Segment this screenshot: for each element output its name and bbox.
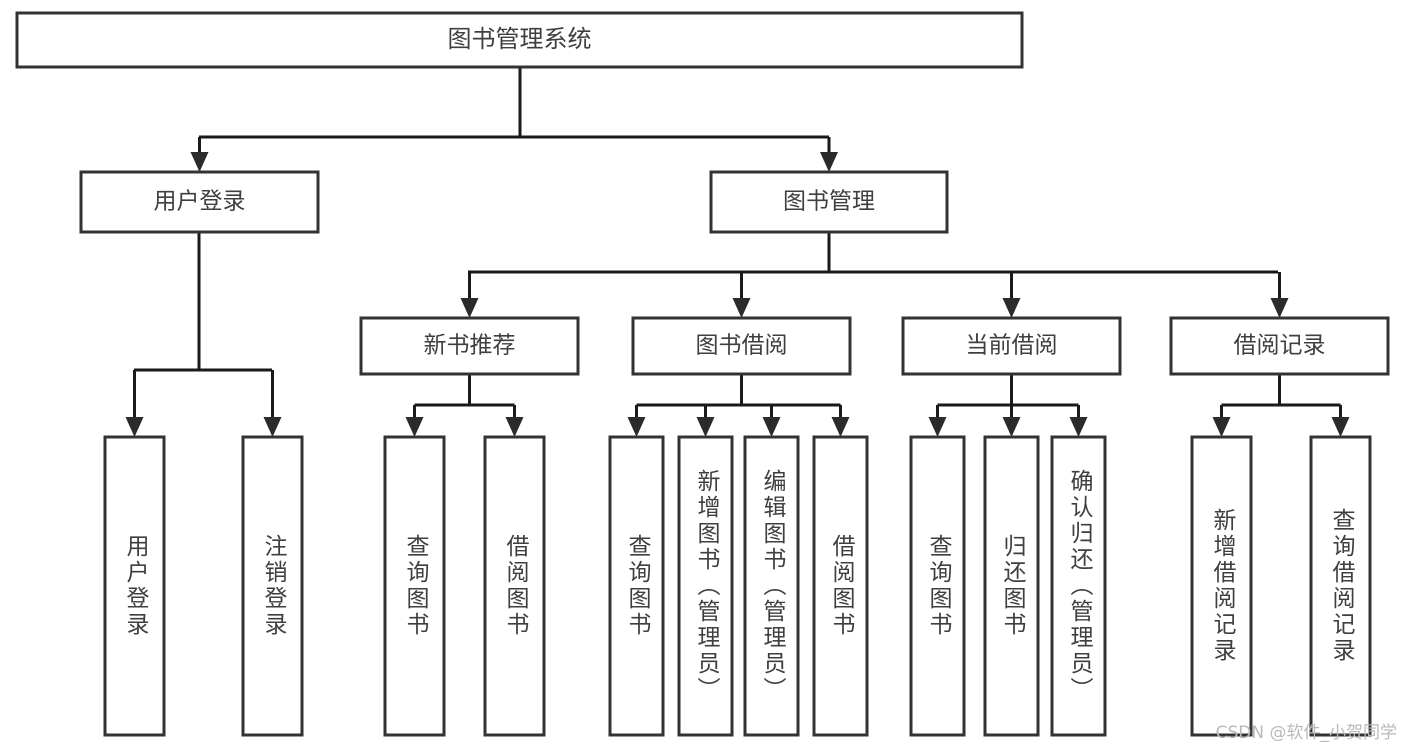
arrow-head-icon (831, 417, 850, 437)
arrow-head-icon (263, 417, 282, 437)
node-box-leaf-bb-borrow-book (812, 435, 869, 737)
node-label-user-login: 用户登录 (154, 189, 246, 215)
node-box-leaf-br-add-record (1190, 435, 1253, 737)
node-label-leaf-bb-query-book: 查询图书 (624, 534, 652, 638)
node-leaf-bb-edit-book[interactable]: 编辑图书（管理员） (743, 435, 800, 737)
node-leaf-cb-return-book[interactable]: 归还图书 (983, 435, 1040, 737)
node-label-leaf-logout: 注销登录 (260, 534, 288, 638)
node-leaf-br-add-record[interactable]: 新增借阅记录 (1190, 435, 1253, 737)
node-label-new-book-recommend: 新书推荐 (424, 333, 516, 359)
arrow-head-icon (762, 417, 781, 437)
node-root[interactable]: 图书管理系统 (15, 11, 1024, 69)
node-box-book-management (709, 170, 949, 234)
node-box-new-book-recommend (359, 316, 580, 376)
node-label-leaf-nb-borrow-book: 借阅图书 (502, 534, 530, 638)
node-current-borrow[interactable]: 当前借阅 (901, 316, 1122, 376)
node-leaf-logout[interactable]: 注销登录 (241, 435, 304, 737)
node-box-borrow-record (1169, 316, 1390, 376)
node-box-root (15, 11, 1024, 69)
arrow-head-icon (1002, 417, 1021, 437)
arrow-head-icon (928, 417, 947, 437)
node-new-book-recommend[interactable]: 新书推荐 (359, 316, 580, 376)
node-leaf-br-query-record[interactable]: 查询借阅记录 (1309, 435, 1372, 737)
node-box-leaf-nb-query-book (383, 435, 446, 737)
node-leaf-cb-confirm-return[interactable]: 确认归还（管理员） (1050, 435, 1107, 737)
node-box-leaf-nb-borrow-book (483, 435, 546, 737)
node-user-login[interactable]: 用户登录 (79, 170, 320, 234)
arrow-head-icon (505, 417, 524, 437)
arrow-head-icon (627, 417, 646, 437)
node-leaf-bb-add-book[interactable]: 新增图书（管理员） (677, 435, 734, 737)
arrow-head-icon (125, 417, 144, 437)
node-leaf-cb-query-book[interactable]: 查询图书 (909, 435, 966, 737)
node-label-borrow-record: 借阅记录 (1234, 333, 1326, 359)
node-box-book-borrow (631, 316, 852, 376)
node-leaf-bb-borrow-book[interactable]: 借阅图书 (812, 435, 869, 737)
node-layer: 图书管理系统用户登录图书管理新书推荐图书借阅当前借阅借阅记录用户登录注销登录查询… (15, 11, 1390, 737)
node-box-leaf-cb-query-book (909, 435, 966, 737)
arrow-head-icon (1270, 298, 1289, 318)
arrow-head-icon (405, 417, 424, 437)
node-box-user-login (79, 170, 320, 234)
arrow-head-icon (1069, 417, 1088, 437)
node-leaf-bb-query-book[interactable]: 查询图书 (608, 435, 665, 737)
node-label-leaf-bb-add-book: 新增图书（管理员） (693, 469, 721, 703)
node-label-leaf-nb-query-book: 查询图书 (402, 534, 430, 638)
arrow-head-icon (460, 298, 479, 318)
node-leaf-nb-query-book[interactable]: 查询图书 (383, 435, 446, 737)
node-label-root: 图书管理系统 (448, 25, 592, 53)
node-box-current-borrow (901, 316, 1122, 376)
arrow-head-icon (1331, 417, 1350, 437)
node-label-leaf-user-login: 用户登录 (122, 534, 150, 638)
node-book-borrow[interactable]: 图书借阅 (631, 316, 852, 376)
node-box-leaf-br-query-record (1309, 435, 1372, 737)
node-label-leaf-br-query-record: 查询借阅记录 (1328, 508, 1356, 664)
node-label-leaf-bb-edit-book: 编辑图书（管理员） (759, 469, 787, 703)
node-label-book-borrow: 图书借阅 (696, 333, 788, 359)
node-box-leaf-logout (241, 435, 304, 737)
node-label-book-management: 图书管理 (783, 189, 875, 215)
arrow-head-icon (190, 152, 209, 172)
node-label-leaf-cb-confirm-return: 确认归还（管理员） (1066, 469, 1094, 703)
node-label-leaf-br-add-record: 新增借阅记录 (1209, 508, 1237, 664)
node-leaf-user-login[interactable]: 用户登录 (103, 435, 166, 737)
arrow-head-icon (1002, 298, 1021, 318)
connector-layer (125, 67, 1350, 437)
node-label-leaf-cb-query-book: 查询图书 (925, 534, 953, 638)
node-box-leaf-user-login (103, 435, 166, 737)
node-box-leaf-bb-add-book (677, 435, 734, 737)
node-book-management[interactable]: 图书管理 (709, 170, 949, 234)
node-leaf-nb-borrow-book[interactable]: 借阅图书 (483, 435, 546, 737)
node-box-leaf-bb-query-book (608, 435, 665, 737)
node-box-leaf-cb-confirm-return (1050, 435, 1107, 737)
node-label-leaf-cb-return-book: 归还图书 (999, 534, 1027, 638)
node-borrow-record[interactable]: 借阅记录 (1169, 316, 1390, 376)
node-box-leaf-bb-edit-book (743, 435, 800, 737)
arrow-head-icon (1212, 417, 1231, 437)
arrow-head-icon (732, 298, 751, 318)
node-label-leaf-bb-borrow-book: 借阅图书 (828, 534, 856, 638)
arrow-head-icon (820, 152, 838, 172)
node-label-current-borrow: 当前借阅 (966, 333, 1058, 359)
node-box-leaf-cb-return-book (983, 435, 1040, 737)
arrow-head-icon (696, 417, 715, 437)
